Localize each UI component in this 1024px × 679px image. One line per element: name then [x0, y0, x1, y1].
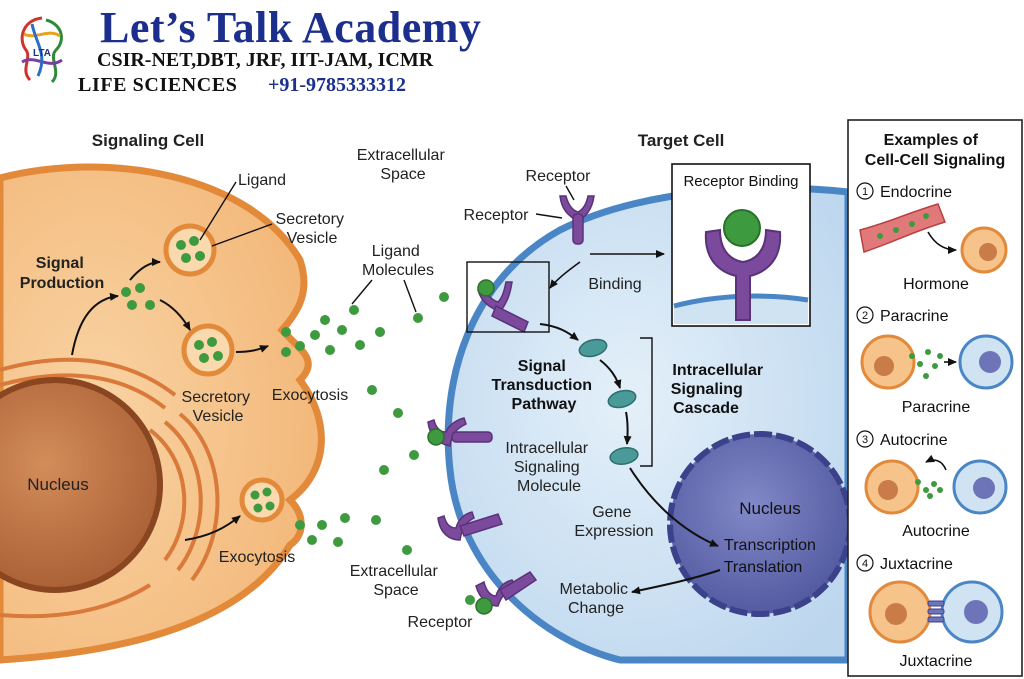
example-paracrine: 2 Paracrine Paracrine [856, 306, 1014, 416]
exocytosis-bottom-ligands [295, 513, 350, 547]
receptor-bottom-label: Receptor [408, 614, 474, 631]
intracellular-molecule-label: Intracellular Signaling Molecule [505, 440, 592, 495]
ligand-molecules-label: Ligand Molecules [362, 243, 434, 279]
secretory-vesicle-middle [181, 323, 235, 377]
example-endocrine: 1 Endocrine Hormone [856, 182, 1008, 293]
bound-ligand-bottom [475, 597, 493, 615]
arrow-metabolic-change [631, 569, 721, 595]
zoom-selection-box [466, 261, 550, 333]
signal-transduction-label: Signal Transduction Pathway [492, 358, 597, 413]
receptor-top-label: Receptor [526, 168, 592, 185]
cascade-bracket [640, 337, 653, 467]
example-autocrine: 3 Autocrine Autocrine [856, 430, 1008, 540]
brand-phone: +91-9785333312 [268, 74, 407, 96]
receptor-top-leader [565, 185, 575, 201]
arrow-binding [549, 261, 581, 289]
academy-logo: LTA [20, 16, 63, 84]
brand-title: Let’s Talk Academy [100, 3, 482, 52]
receptor-top [559, 195, 595, 245]
juxtacrine-number: 4 [862, 558, 868, 570]
exocytosis-top-label: Exocytosis [272, 387, 348, 404]
extracellular-ligands [349, 292, 475, 605]
arrow-exocytosis-top [235, 345, 269, 353]
inset-receptor [704, 228, 782, 321]
secretory-vesicle-bottom [239, 477, 285, 523]
ligand-molecules-leader-a [351, 279, 373, 305]
transcription-label: Transcription [724, 537, 816, 554]
arrow-cascade-1 [599, 359, 622, 389]
endocrine-name: Endocrine [880, 184, 952, 201]
juxtacrine-caption: Juxtacrine [900, 653, 973, 670]
exocytosis-bottom-label: Exocytosis [219, 549, 295, 566]
receptor-lower [437, 511, 503, 541]
target-cell-nucleus [667, 431, 853, 617]
extracellular-space-bottom-label: Extracellular Space [350, 563, 442, 599]
arrow-cascade-2 [623, 411, 632, 445]
example-juxtacrine: 4 Juxtacrine Juxtacrine [856, 554, 1004, 670]
secretory-vesicle-top-label: Secretory Vesicle [276, 211, 349, 247]
intracellular-cascade-label: Intracellular Signaling Cascade [671, 362, 768, 417]
signaling-cell-nucleus [0, 377, 163, 593]
target-cell-title: Target Cell [638, 131, 725, 150]
endocrine-caption: Hormone [903, 276, 969, 293]
receptor-left-leader [535, 213, 563, 219]
ligand-leader [199, 181, 237, 241]
metabolic-change-label: Metabolic Change [560, 581, 633, 617]
cytoplasm-ligands [121, 283, 155, 310]
arrow-gene-expression [629, 467, 719, 547]
intracellular-signaling-molecules [578, 338, 639, 465]
arrow-exocytosis-bottom [184, 515, 241, 541]
secretory-vesicle-label: Secretory Vesicle [182, 389, 255, 425]
brand-life-sciences: LIFE SCIENCES [78, 74, 238, 96]
signal-production-label: Signal Production [20, 255, 104, 292]
translation-label: Translation [724, 559, 803, 576]
autocrine-name: Autocrine [880, 432, 948, 449]
paracrine-caption: Paracrine [902, 399, 971, 416]
logo-text: LTA [33, 48, 51, 59]
juxtacrine-name: Juxtacrine [880, 556, 953, 573]
gene-expression-label: Gene Expression [574, 504, 653, 540]
vesicle-leader [211, 223, 273, 247]
arrow-to-cascade [539, 323, 579, 341]
endoplasmic-reticulum [0, 357, 220, 619]
bound-ligand-mid [427, 428, 445, 446]
binding-label: Binding [588, 276, 641, 293]
secretory-vesicle-top [163, 223, 217, 277]
receptor-binding-label: Receptor Binding [683, 173, 798, 190]
signaling-nucleus-label: Nucleus [27, 475, 88, 494]
brand-subtitle: CSIR-NET,DBT, JRF, IIT-JAM, ICMR [97, 49, 434, 71]
exocytosis-top-ligands [281, 315, 347, 357]
bound-ligand-selected [477, 279, 495, 297]
signaling-cell-title: Signaling Cell [92, 131, 204, 150]
arrow-to-vesicle-middle [159, 299, 191, 331]
endocrine-number: 1 [862, 186, 868, 198]
arrow-to-vesicle-top [129, 258, 161, 281]
ligand-molecules-leader-b [403, 279, 417, 313]
paracrine-number: 2 [862, 310, 868, 322]
ligand-label: Ligand [238, 172, 286, 189]
examples-title: Examples of Cell-Cell Signaling [865, 132, 1005, 169]
arrow-production [71, 292, 119, 356]
receptor-left-label: Receptor [464, 207, 530, 224]
autocrine-number: 3 [862, 434, 868, 446]
target-nucleus-label: Nucleus [739, 499, 800, 518]
inset-ligand [723, 209, 761, 247]
paracrine-name: Paracrine [880, 308, 949, 325]
extracellular-space-top-label: Extracellular Space [357, 147, 449, 183]
autocrine-caption: Autocrine [902, 523, 970, 540]
